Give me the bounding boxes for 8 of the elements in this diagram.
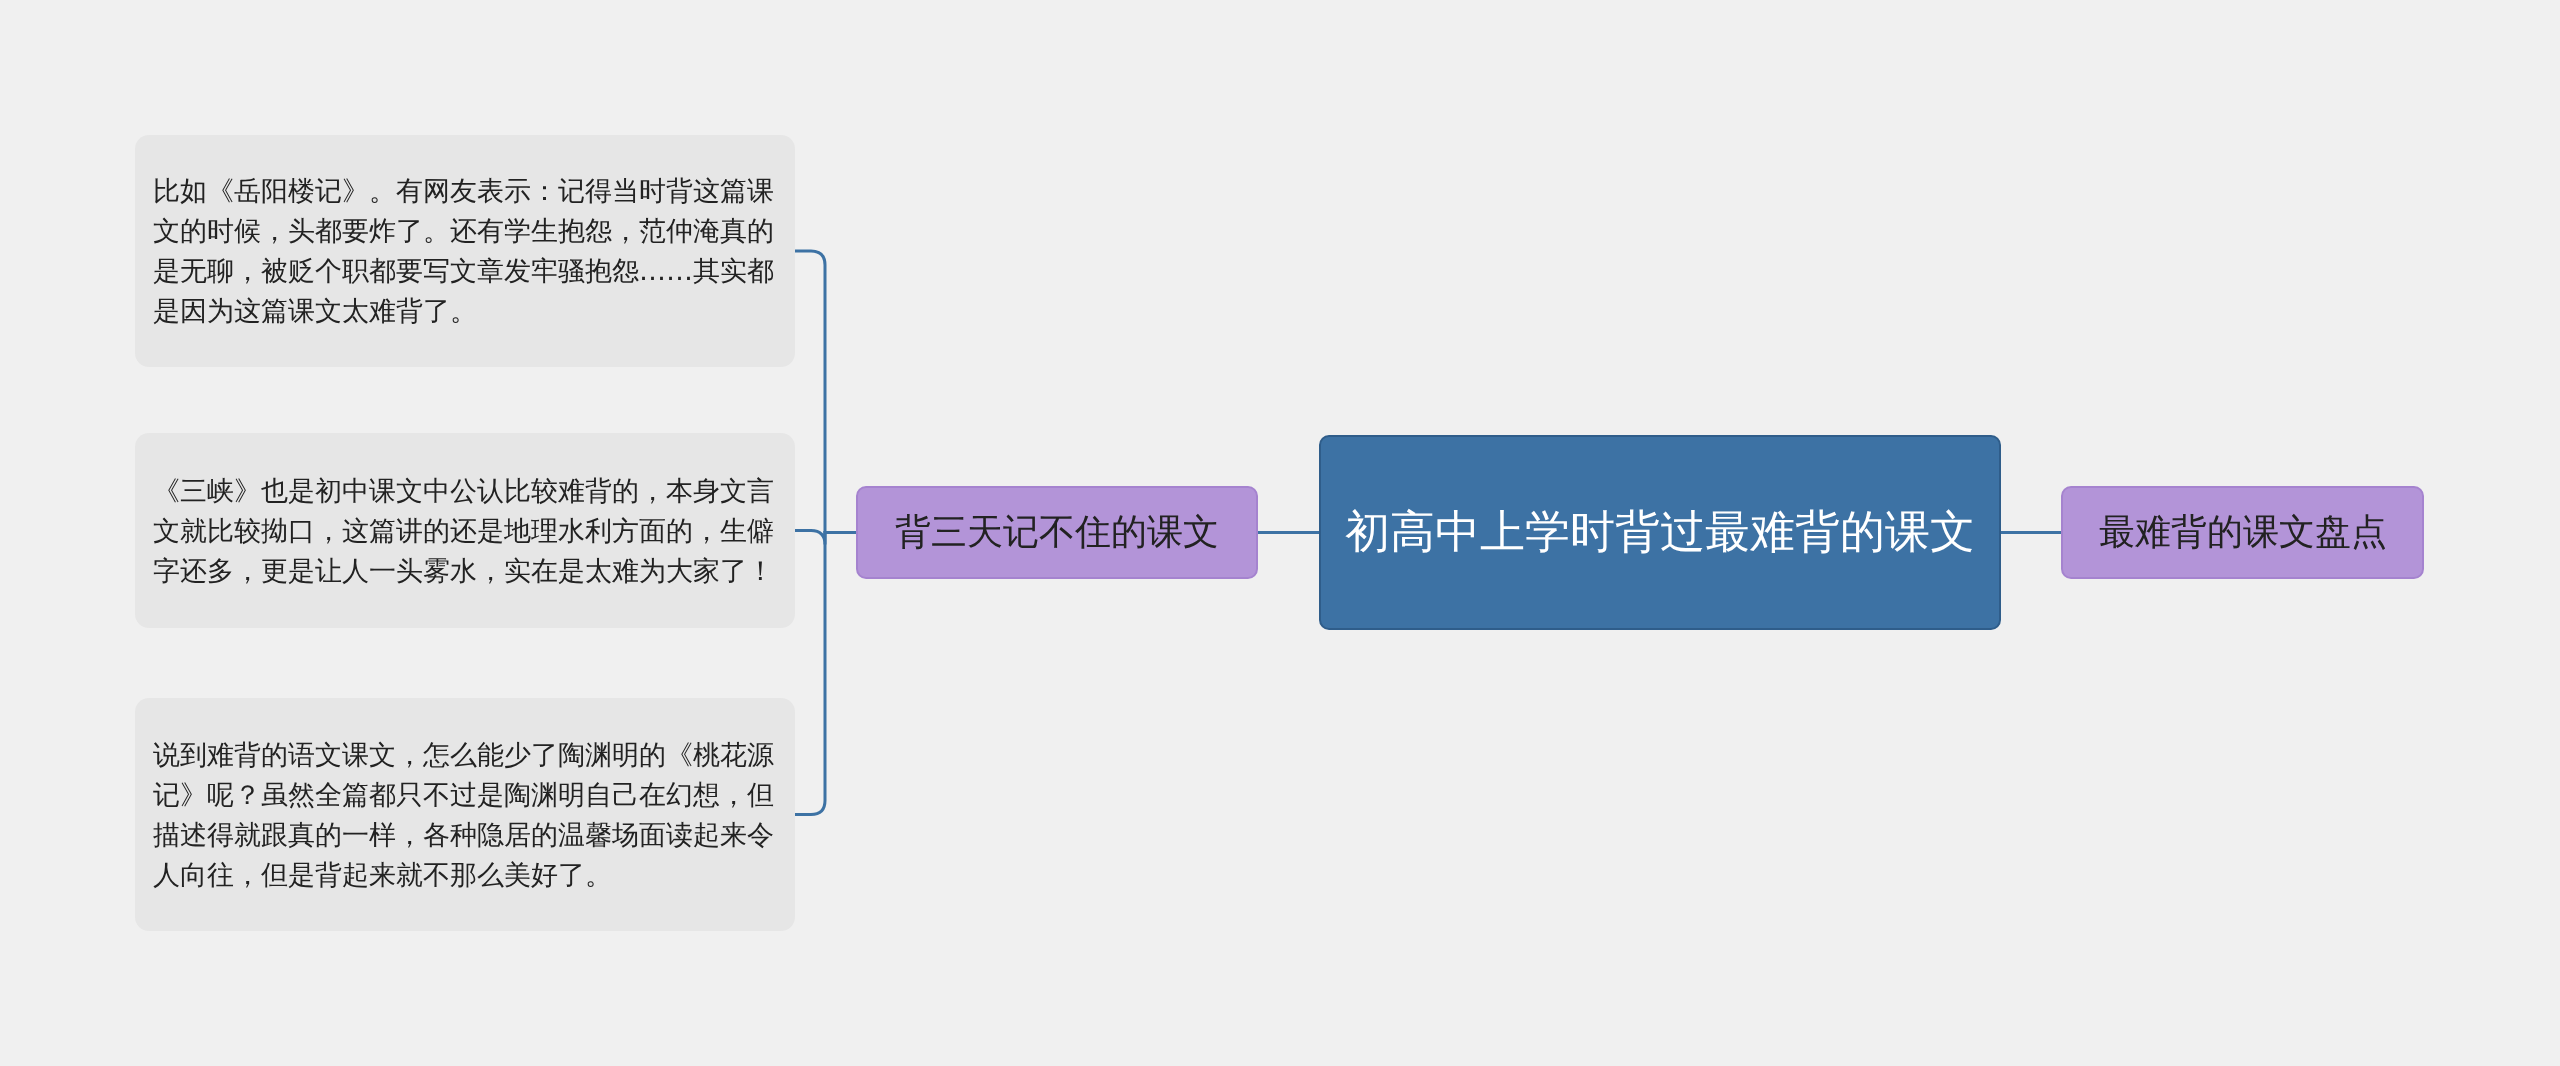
connector-line [2001, 531, 2061, 534]
note-box: 比如《岳阳楼记》。有网友表示：记得当时背这篇课文的时候，头都要炸了。还有学生抱怨，范仲淹真的是无聊，被贬个职都要写文章发牢骚抱怨……其实都是因为这篇课文太难背了。 [135, 135, 795, 367]
central-topic: 初高中上学时背过最难背的课文 [1319, 435, 2001, 630]
topic-box: 背三天记不住的课文 [856, 486, 1258, 579]
note-box: 《三峡》也是初中课文中公认比较难背的，本身文言文就比较拗口，这篇讲的还是地理水利方面的，生僻字还多，更是让人一头雾水，实在是太难为大家了！ [135, 433, 795, 628]
connector-line [1258, 531, 1319, 534]
note-box: 说到难背的语文课文，怎么能少了陶渊明的《桃花源记》呢？虽然全篇都只不过是陶渊明自己在幻想，但描述得就跟真的一样，各种隐居的温馨场面读起来令人向往，但是背起来就不那么美好了。 [135, 698, 795, 931]
topic-box: 最难背的课文盘点 [2061, 486, 2424, 579]
